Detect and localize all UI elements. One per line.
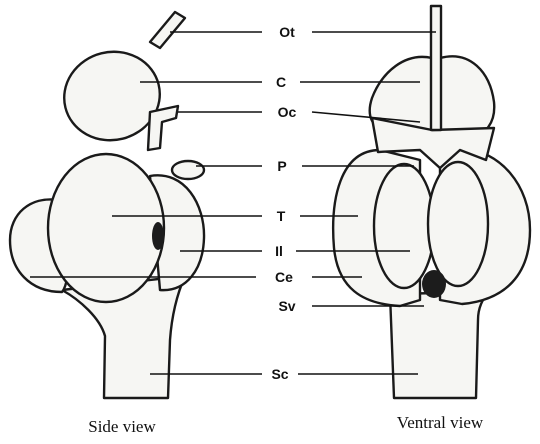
caption-ventral-view: Ventral view [397,413,484,432]
side-view-illustration [10,12,204,398]
ventral-center-mass [422,270,446,298]
ventral-cerebrum-right [440,56,494,138]
side-optic-nerve [148,106,178,150]
side-pituitary [172,161,204,179]
label-ce: Ce [275,269,293,285]
label-ii: Il [275,243,283,259]
ventral-left-inner-lobe [374,164,434,288]
caption-side-view: Side view [88,417,156,436]
label-p: P [277,158,286,174]
ventral-right-inner-lobe [428,162,488,286]
label-oc: Oc [278,104,297,120]
side-olfactory-tract [150,12,185,48]
label-c: C [276,74,286,90]
label-t: T [277,208,286,224]
side-optic-tectum [48,154,164,302]
ventral-view-illustration [333,6,530,398]
label-ot: Ot [279,24,295,40]
ventral-olfactory-tract [431,6,441,130]
side-tectum-shadow [152,222,164,250]
label-sc: Sc [271,366,288,382]
label-sv: Sv [278,298,295,314]
labels: Ot C Oc P T Il Ce Sv Sc [271,24,296,382]
ventral-spinal-cord [390,292,488,398]
